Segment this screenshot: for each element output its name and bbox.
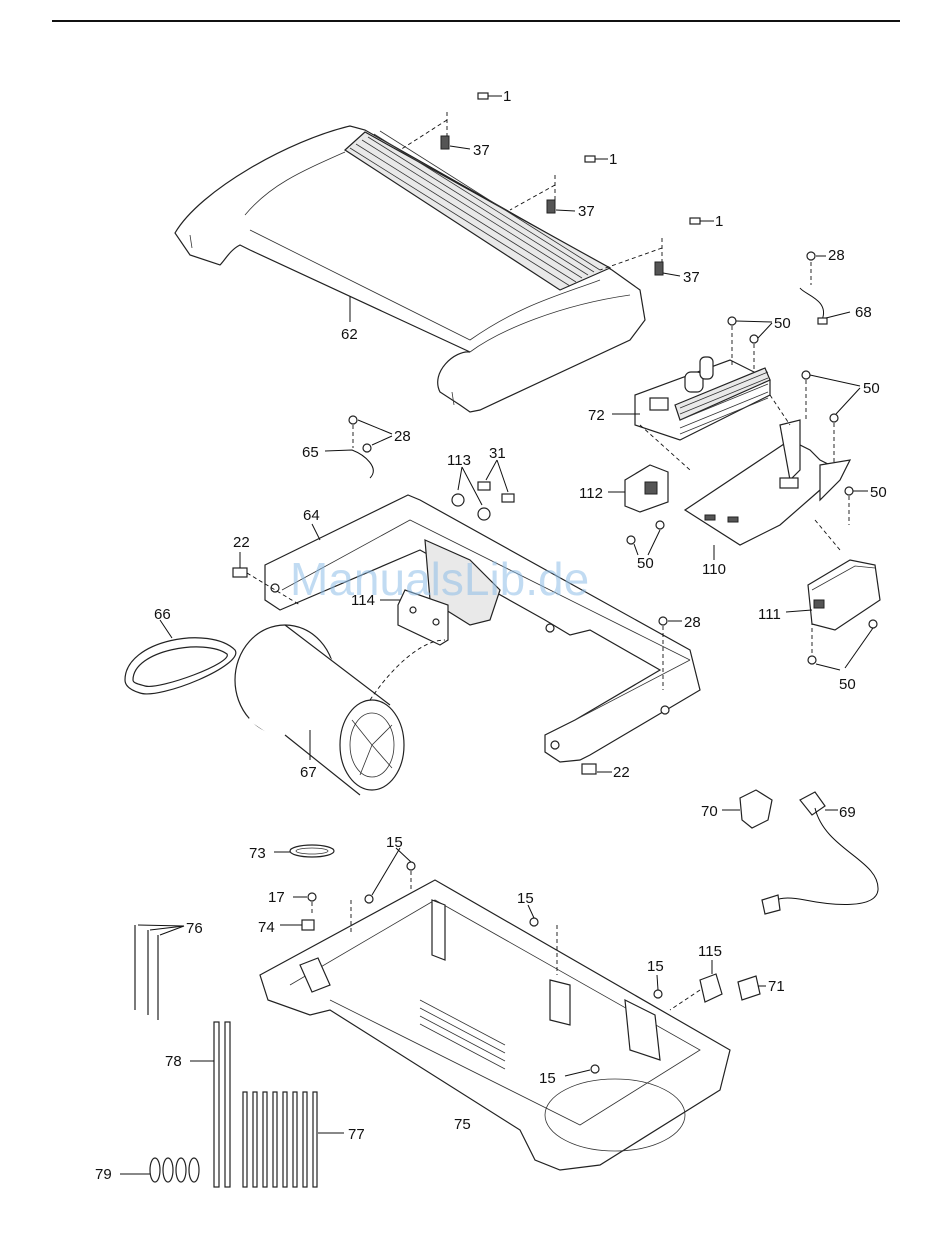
motor-base-part-75 <box>260 880 730 1170</box>
label-66: 66 <box>154 606 171 623</box>
label-37: 37 <box>683 269 700 286</box>
label-15: 15 <box>517 890 534 907</box>
label-22: 22 <box>613 764 630 781</box>
label-37: 37 <box>473 142 490 159</box>
label-50: 50 <box>637 555 654 572</box>
label-73: 73 <box>249 845 266 862</box>
circuit-breaker-part-71 <box>738 976 766 1000</box>
label-15: 15 <box>386 834 403 851</box>
receptacle-part-115 <box>670 960 722 1010</box>
drive-motor-part-67 <box>235 625 445 795</box>
label-50: 50 <box>863 380 880 397</box>
label-1: 1 <box>715 213 723 230</box>
label-28: 28 <box>394 428 411 445</box>
power-switch-part-70 <box>722 790 772 828</box>
label-15: 15 <box>539 1070 556 1087</box>
bolt-part-31 <box>478 460 514 502</box>
watermark: ManualsLib.de <box>290 553 589 605</box>
label-75: 75 <box>454 1116 471 1133</box>
motor-hood-part-62 <box>175 126 645 412</box>
drive-belt-part-66 <box>125 620 236 694</box>
label-37: 37 <box>578 203 595 220</box>
cable-ties-part-77 <box>243 1092 344 1187</box>
power-module-part-111 <box>786 560 880 670</box>
screw-part-17 <box>293 893 316 915</box>
label-78: 78 <box>165 1053 182 1070</box>
speed-sensor-part-73 <box>274 845 334 857</box>
label-67: 67 <box>300 764 317 781</box>
label-28: 28 <box>828 247 845 264</box>
label-17: 17 <box>268 889 285 906</box>
clip-part-74 <box>280 920 314 930</box>
label-28: 28 <box>684 614 701 631</box>
label-70: 70 <box>701 803 718 820</box>
cable-ties-part-76 <box>135 925 184 1020</box>
label-74: 74 <box>258 919 275 936</box>
label-112: 112 <box>579 485 603 502</box>
label-50: 50 <box>839 676 856 693</box>
power-cord-part-69 <box>762 792 878 914</box>
controller-board-part-72 <box>635 357 770 440</box>
label-50: 50 <box>870 484 887 501</box>
label-115: 115 <box>698 943 722 960</box>
label-76: 76 <box>186 920 203 937</box>
label-50: 50 <box>774 315 791 332</box>
label-72: 72 <box>588 407 605 424</box>
label-68: 68 <box>855 304 872 321</box>
label-31: 31 <box>489 445 506 462</box>
label-64: 64 <box>303 507 320 524</box>
choke-part-112 <box>608 465 668 512</box>
label-71: 71 <box>768 978 785 995</box>
label-1: 1 <box>609 151 617 168</box>
label-110: 110 <box>702 561 726 578</box>
label-1: 1 <box>503 88 511 105</box>
label-69: 69 <box>839 804 856 821</box>
label-114: 114 <box>351 592 375 609</box>
label-113: 113 <box>447 452 471 469</box>
label-15: 15 <box>647 958 664 975</box>
label-79: 79 <box>95 1166 112 1183</box>
label-77: 77 <box>348 1126 365 1143</box>
wire-harness-part-65 <box>325 416 392 478</box>
label-62: 62 <box>341 326 358 343</box>
label-22: 22 <box>233 534 250 551</box>
controller-bracket-part-110 <box>685 420 850 545</box>
wire-loops-part-79 <box>120 1158 199 1182</box>
label-65: 65 <box>302 444 319 461</box>
label-111: 111 <box>758 606 781 623</box>
isolator-part-113 <box>452 467 490 520</box>
